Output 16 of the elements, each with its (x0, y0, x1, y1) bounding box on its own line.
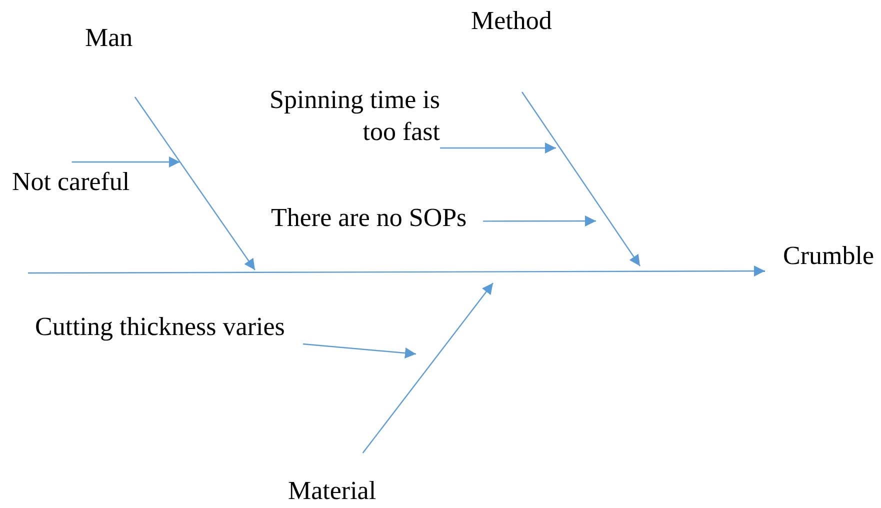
cause-label: Method (471, 5, 553, 37)
arrow (362, 282, 494, 454)
arrow (72, 156, 180, 168)
arrow (440, 142, 556, 154)
arrow (134, 96, 256, 270)
cause-label: Cutting thickness varies (35, 311, 286, 343)
arrow (483, 216, 596, 227)
cause-label: Man (85, 22, 134, 54)
cause-label: Not careful (12, 166, 131, 198)
arrow (302, 343, 416, 358)
arrow (28, 266, 765, 277)
arrow (522, 92, 640, 266)
cause-label: Crumble (783, 240, 875, 272)
cause-label: Material (288, 475, 378, 507)
cause-label: Spinning time is too fast (268, 84, 440, 148)
cause-label: There are no SOPs (271, 202, 468, 234)
